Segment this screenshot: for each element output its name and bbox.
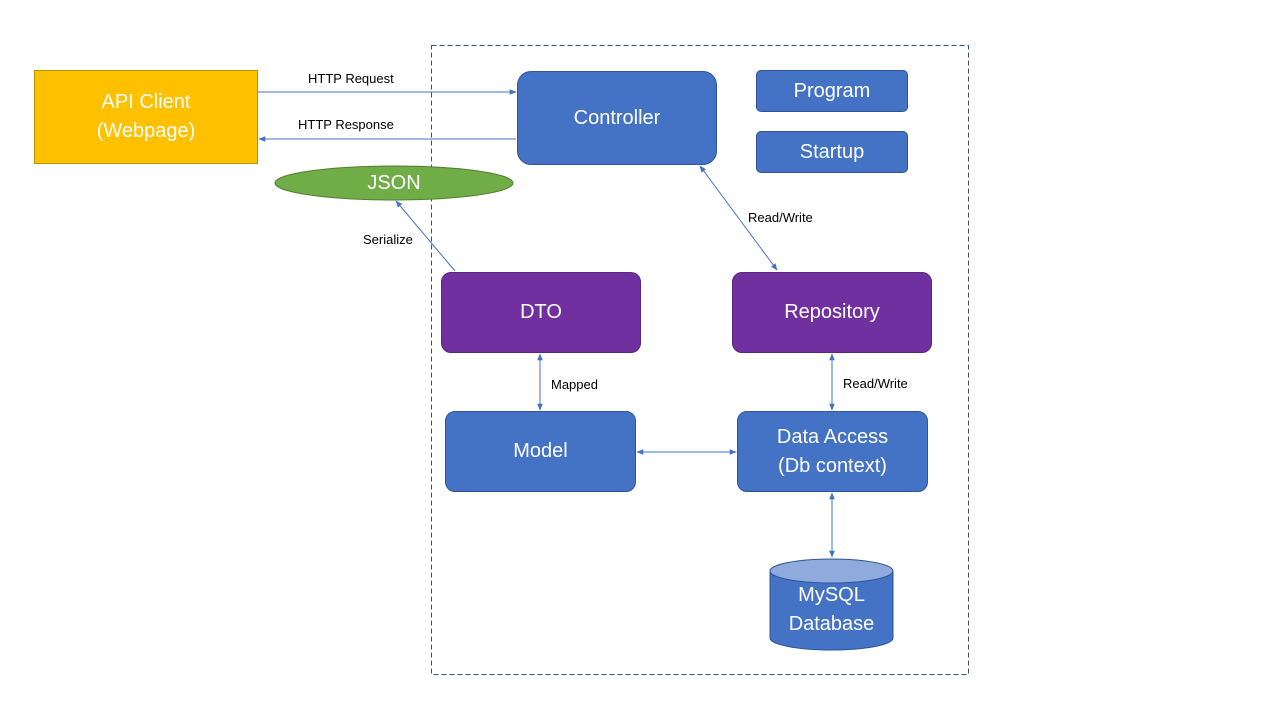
repository-label: Repository xyxy=(784,301,880,323)
model-node: Model xyxy=(445,411,636,492)
dto-label: DTO xyxy=(520,301,562,323)
program-label: Program xyxy=(793,79,871,102)
json-label: JSON xyxy=(367,171,421,194)
api-client-sublabel: (Webpage) xyxy=(96,120,196,142)
data-access-sublabel: (Db context) xyxy=(778,454,887,477)
controller-label: Controller xyxy=(573,106,661,129)
model-label: Model xyxy=(513,440,568,462)
api-client-label: API Client xyxy=(101,91,191,113)
edge-label-serialize: Serialize xyxy=(363,232,413,247)
api-client-node: API Client (Webpage) xyxy=(34,70,258,164)
database-label: MySQL xyxy=(798,584,865,606)
data-access-node: Data Access (Db context) xyxy=(737,411,928,492)
edge-label-repository-data-access: Read/Write xyxy=(843,376,908,391)
api-boundary xyxy=(431,45,969,675)
dto-node: DTO xyxy=(441,272,641,353)
database-cylinder xyxy=(769,558,894,651)
edge-label-http-response: HTTP Response xyxy=(298,117,394,132)
edge-label-http-request: HTTP Request xyxy=(308,71,394,86)
json-node: JSON xyxy=(275,166,513,200)
edge-label-controller-repository: Read/Write xyxy=(748,210,813,225)
edge-serialize xyxy=(395,200,456,272)
database-sublabel: Database xyxy=(788,613,875,635)
controller-node: Controller xyxy=(517,71,717,165)
edge-label-dto-model: Mapped xyxy=(551,377,598,392)
data-access-label: Data Access xyxy=(776,425,889,448)
edge-controller-repository xyxy=(699,165,778,271)
startup-node: Startup xyxy=(756,131,908,173)
repository-node: Repository xyxy=(732,272,932,353)
database-node: MySQL Database xyxy=(770,580,893,640)
startup-label: Startup xyxy=(799,140,865,163)
program-node: Program xyxy=(756,70,908,112)
json-node-shape xyxy=(274,165,514,201)
